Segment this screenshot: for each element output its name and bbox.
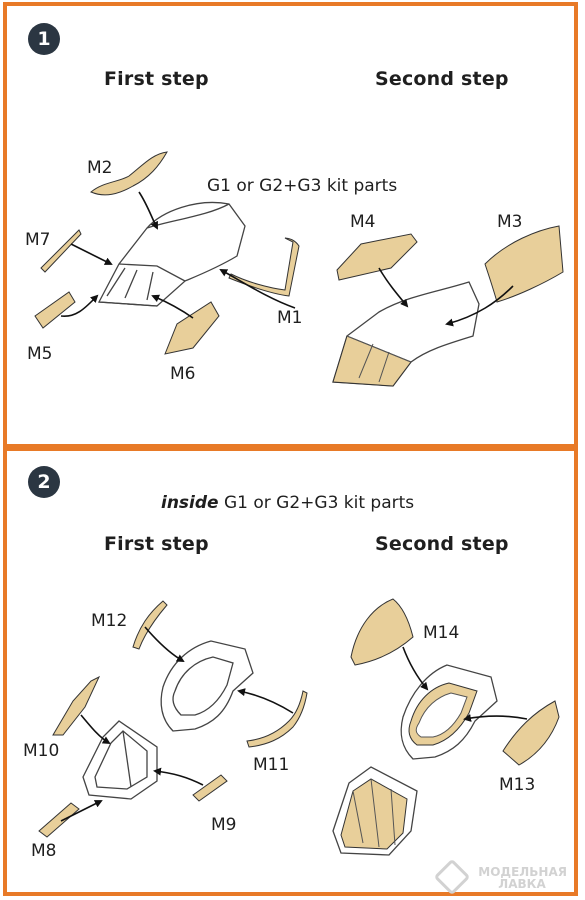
step-number-badge: 1 (28, 23, 60, 55)
m8-mask (38, 802, 80, 838)
label-m3: M3 (497, 212, 523, 232)
first-step-heading: First step (104, 68, 209, 90)
second-step-heading: Second step (375, 533, 509, 555)
m10-mask (52, 675, 101, 736)
label-m12: M12 (91, 611, 128, 631)
label-m7: M7 (25, 230, 51, 250)
label-m9: M9 (211, 815, 237, 835)
m3-mask (484, 225, 564, 303)
inside-emphasis: inside (161, 493, 219, 513)
m5-mask (34, 291, 76, 329)
m2-mask (90, 151, 168, 196)
canopy-frame-first-step (160, 640, 254, 732)
m9-mask (192, 774, 228, 802)
step-2-illustration (38, 598, 560, 856)
windshield-frame-first-step (82, 720, 158, 800)
label-m5: M5 (27, 344, 53, 364)
m7-mask (40, 229, 82, 273)
m12-mask (132, 600, 168, 650)
label-m13: M13 (499, 775, 536, 795)
label-m6: M6 (170, 364, 196, 384)
watermark-line-2: ЛАВКА (498, 877, 546, 891)
inside-kit-parts-note: inside G1 or G2+G3 kit parts (161, 493, 414, 513)
first-step-heading: First step (104, 533, 209, 555)
watermark-text: МОДЕЛЬНАЯ ЛАВКА (478, 866, 567, 890)
kit-parts-note: G1 or G2+G3 kit parts (207, 176, 398, 196)
label-m10: M10 (23, 741, 60, 761)
label-m8: M8 (31, 841, 57, 861)
label-m14: M14 (423, 623, 460, 643)
step-2-panel: 2 inside G1 or G2+G3 kit parts First ste… (3, 447, 578, 896)
second-step-heading: Second step (375, 68, 509, 90)
m14-mask (350, 598, 414, 666)
label-m2: M2 (87, 158, 113, 178)
m13-mask (502, 700, 560, 766)
step-1-illustration (34, 151, 564, 387)
inside-note-rest: G1 or G2+G3 kit parts (218, 493, 415, 513)
canopy-first-step (97, 201, 246, 307)
step-1-panel: 1 First step Second step G1 or G2+G3 kit… (3, 2, 578, 448)
label-m1: M1 (277, 308, 303, 328)
m6-mask (164, 301, 220, 355)
m1-mask (228, 237, 300, 297)
label-m4: M4 (350, 212, 376, 232)
watermark-line-1: МОДЕЛЬНАЯ (478, 865, 567, 879)
m4-mask (336, 233, 418, 281)
m11-mask (246, 690, 308, 748)
windshield-masked (340, 778, 408, 850)
step-number-badge: 2 (28, 466, 60, 498)
label-m11: M11 (253, 755, 290, 775)
